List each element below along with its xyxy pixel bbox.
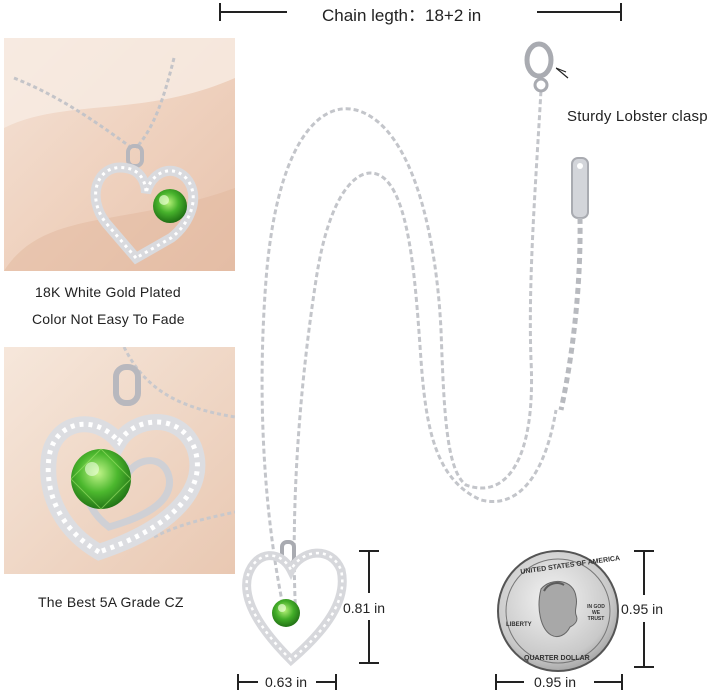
coin-height-dimension bbox=[632, 548, 656, 670]
extender-tag bbox=[571, 157, 589, 219]
coin-motto-text: IN GOD WE TRUST bbox=[587, 604, 605, 622]
quarter-coin bbox=[496, 549, 620, 673]
coin-height-label: 0.95 in bbox=[621, 601, 664, 617]
coin-bottom-text: QUARTER DOLLAR bbox=[524, 655, 590, 662]
feature-plating-line2: Color Not Easy To Fade bbox=[32, 311, 185, 327]
necklace-illustration bbox=[236, 30, 606, 670]
pendant-width-dimension bbox=[236, 672, 338, 692]
coin-width-dimension bbox=[494, 672, 624, 692]
chain-length-dimension bbox=[215, 0, 627, 24]
clasp-callout-line bbox=[556, 66, 570, 80]
pendant-height-label: 0.81 in bbox=[343, 600, 386, 616]
coin-liberty-text: LIBERTY bbox=[506, 622, 532, 628]
clasp-label: Sturdy Lobster clasp bbox=[567, 108, 708, 125]
pendant bbox=[242, 540, 347, 667]
photo-pendant-closeup bbox=[4, 347, 235, 574]
photo-pendant-on-silk bbox=[4, 38, 235, 271]
feature-plating-line1: 18K White Gold Plated bbox=[35, 284, 181, 300]
chain-length-dimension-lines bbox=[219, 3, 622, 21]
pendant-width-label: 0.63 in bbox=[265, 674, 308, 690]
feature-cz-grade: The Best 5A Grade CZ bbox=[38, 594, 184, 610]
lobster-clasp bbox=[524, 41, 554, 93]
chain-length-label: Chain legth：18+2 in bbox=[322, 6, 482, 25]
coin-width-label: 0.95 in bbox=[534, 674, 577, 690]
pendant-height-dimension bbox=[357, 548, 381, 666]
